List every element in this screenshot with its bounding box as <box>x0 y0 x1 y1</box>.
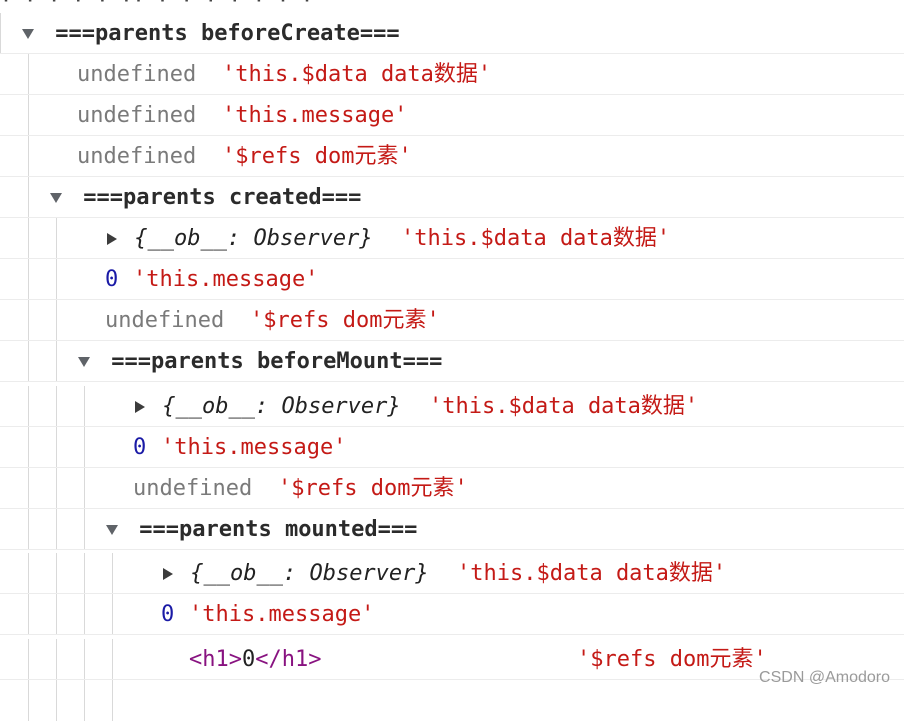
console-group-header[interactable]: ===parents created=== <box>0 177 904 218</box>
console-log-row: undefined 'this.$data data数据' <box>0 54 904 95</box>
console-log-row: {__ob__: Observer} 'this.$data data数据' <box>0 386 904 427</box>
log-value: undefined <box>77 103 197 128</box>
console-log-row: undefined '$refs dom元素' <box>0 300 904 341</box>
dom-element[interactable]: <h1>0</h1> <box>189 647 322 672</box>
watermark: CSDN @Amodoro <box>759 669 890 686</box>
console-log-row: 0 'this.message' <box>0 259 904 300</box>
group-title: ===parents beforeCreate=== <box>55 21 400 46</box>
log-value: 0 <box>133 435 147 460</box>
log-label: 'this.message' <box>133 267 319 292</box>
console-log-row: undefined '$refs dom元素' <box>0 468 904 509</box>
console-log-row: {__ob__: Observer} 'this.$data data数据' <box>0 553 904 594</box>
log-label: '$refs dom元素' <box>278 476 468 501</box>
log-value: undefined <box>77 62 197 87</box>
log-label: 'this.message' <box>189 602 375 627</box>
console-log-row: {__ob__: Observer} 'this.$data data数据' <box>0 218 904 259</box>
console-log-row: <h1>0</h1> '$refs dom元素' <box>0 639 904 680</box>
console-log-row: 0 'this.message' <box>0 594 904 635</box>
dom-tag-name: h1 <box>202 647 229 672</box>
log-value: undefined <box>77 144 197 169</box>
expand-object-icon[interactable] <box>107 233 117 245</box>
log-value: 0 <box>161 602 175 627</box>
dom-tag-text: 0 <box>242 647 256 672</box>
log-value: undefined <box>133 476 253 501</box>
log-label: 'this.message' <box>222 103 408 128</box>
group-title: ===parents mounted=== <box>139 517 418 542</box>
console-group-header[interactable]: ===parents beforeMount=== <box>0 341 904 382</box>
log-label: 'this.$data data数据' <box>429 394 699 419</box>
console-group-header[interactable]: ===parents beforeCreate=== <box>0 13 904 54</box>
expand-triangle-icon[interactable] <box>106 525 118 535</box>
expand-triangle-icon[interactable] <box>50 193 62 203</box>
top-partial-line: · · · · · ·· · · · · · · · <box>0 0 314 12</box>
log-label: 'this.$data data数据' <box>222 62 492 87</box>
log-label: '$refs dom元素' <box>250 308 440 333</box>
expand-triangle-icon[interactable] <box>78 357 90 367</box>
expand-object-icon[interactable] <box>163 568 173 580</box>
group-title: ===parents created=== <box>83 185 362 210</box>
console-log-row: undefined '$refs dom元素' <box>0 136 904 177</box>
expand-object-icon[interactable] <box>135 401 145 413</box>
log-label: 'this.$data data数据' <box>457 561 727 586</box>
console-log-row: undefined 'this.message' <box>0 95 904 136</box>
console-log-row: 0 'this.message' <box>0 427 904 468</box>
log-value: 0 <box>105 267 119 292</box>
log-label: 'this.$data data数据' <box>401 226 671 251</box>
expand-triangle-icon[interactable] <box>22 29 34 39</box>
console-group-header[interactable]: ===parents mounted=== <box>0 509 904 550</box>
log-object[interactable]: {__ob__: Observer} <box>134 226 373 251</box>
log-object[interactable]: {__ob__: Observer} <box>162 394 401 419</box>
log-label: '$refs dom元素' <box>577 647 767 672</box>
log-label: '$refs dom元素' <box>222 144 412 169</box>
log-value: undefined <box>105 308 225 333</box>
log-object[interactable]: {__ob__: Observer} <box>190 561 429 586</box>
log-label: 'this.message' <box>161 435 347 460</box>
group-title: ===parents beforeMount=== <box>111 349 443 374</box>
